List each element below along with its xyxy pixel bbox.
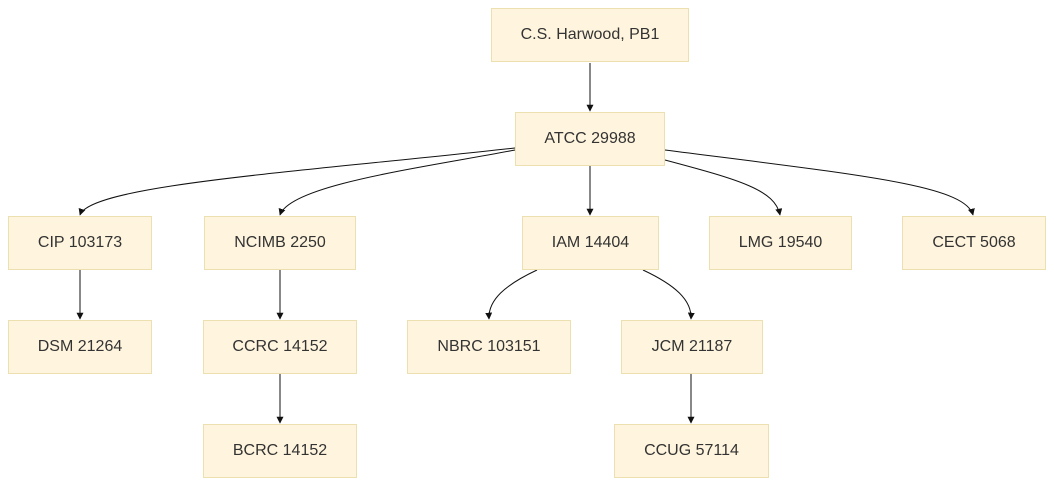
node-atcc-29988: ATCC 29988 <box>515 112 665 166</box>
node-ccug-57114: CCUG 57114 <box>614 424 769 478</box>
edge-atcc-lmg <box>664 159 783 216</box>
node-iam-14404: IAM 14404 <box>522 216 659 270</box>
node-ncimb-2250: NCIMB 2250 <box>204 216 356 270</box>
edge-atcc-cip <box>78 147 516 216</box>
node-nbrc-103151: NBRC 103151 <box>407 320 571 374</box>
node-dsm-21264: DSM 21264 <box>8 320 152 374</box>
node-cect-5068: CECT 5068 <box>902 216 1046 270</box>
edge-atcc-ncimb <box>278 149 516 216</box>
node-lmg-19540: LMG 19540 <box>709 216 852 270</box>
edge-iam-jcm <box>642 269 695 320</box>
node-jcm-21187: JCM 21187 <box>621 320 763 374</box>
edge-iam-nbrc <box>485 269 538 320</box>
node-ccrc-14152: CCRC 14152 <box>203 320 357 374</box>
node-cip-103173: CIP 103173 <box>8 216 152 270</box>
node-bcrc-14152: BCRC 14152 <box>203 424 357 478</box>
node-harwood: C.S. Harwood, PB1 <box>491 8 689 62</box>
edge-atcc-cect <box>664 149 975 216</box>
